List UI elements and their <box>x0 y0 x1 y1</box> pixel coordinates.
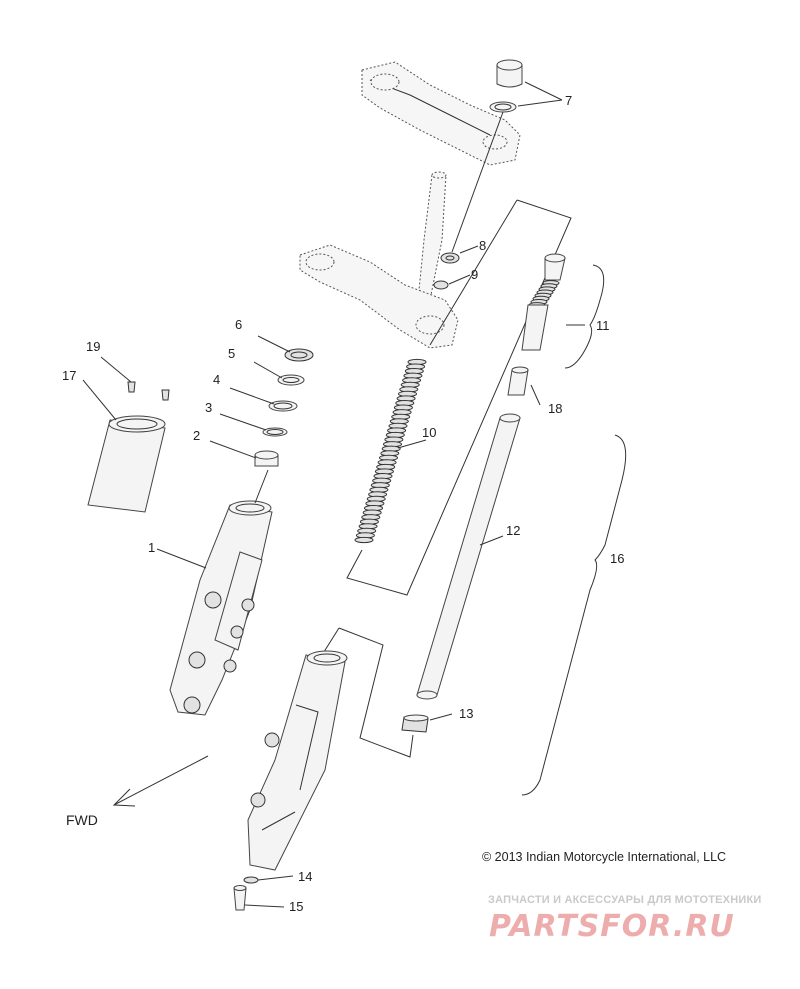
part-10-spring <box>354 358 427 544</box>
part-11-cap-assembly <box>521 253 566 351</box>
callout-14: 14 <box>298 869 312 884</box>
callout-13: 13 <box>459 706 473 721</box>
fwd-label: FWD <box>66 812 98 828</box>
assembly-outline-lower <box>338 627 414 758</box>
callout-6: 6 <box>235 317 242 332</box>
bracket-16 <box>521 434 627 796</box>
upper-triple-clamp <box>361 61 521 166</box>
bracket-11 <box>564 264 605 369</box>
part-14-washer <box>243 876 259 884</box>
callout-3: 3 <box>205 400 212 415</box>
callout-1: 1 <box>148 540 155 555</box>
callout-8: 8 <box>479 238 486 253</box>
part-18-spacer <box>507 366 529 396</box>
spring-coil <box>354 536 374 544</box>
part-5-clip <box>277 374 305 386</box>
part-15-bolt <box>233 885 247 911</box>
callout-15: 15 <box>289 899 303 914</box>
callout-17: 17 <box>62 368 76 383</box>
part-9-o-ring <box>433 280 449 290</box>
watermark-tagline: ЗАПЧАСТИ И АКСЕССУАРЫ ДЛЯ МОТОТЕХНИКИ <box>488 894 761 906</box>
leader-lines <box>82 81 585 908</box>
callout-12: 12 <box>506 523 520 538</box>
fwd-arrow <box>112 755 209 807</box>
copyright-notice: © 2013 Indian Motorcycle International, … <box>482 850 726 864</box>
right-fork-slider <box>247 650 348 871</box>
callout-labels: 7 8 9 11 6 5 4 3 2 19 17 18 10 12 1 16 1… <box>62 93 624 914</box>
part-13-plug <box>401 714 429 733</box>
callout-19: 19 <box>86 339 100 354</box>
watermark: ЗАПЧАСТИ И АКСЕССУАРЫ ДЛЯ МОТОТЕХНИКИ PA… <box>488 894 761 944</box>
lower-triple-clamp <box>299 171 459 349</box>
left-fork-slider <box>169 500 273 716</box>
callout-10: 10 <box>422 425 436 440</box>
callout-5: 5 <box>228 346 235 361</box>
callout-11: 11 <box>596 318 610 333</box>
callout-2: 2 <box>193 428 200 443</box>
part-4-oil-seal <box>268 400 298 412</box>
watermark-logo: PARTSFOR.RU <box>489 909 735 944</box>
part-12-fork-tube <box>416 413 521 700</box>
part-17-fork-cover <box>87 415 166 513</box>
part-7-bushing <box>489 59 523 113</box>
callout-16: 16 <box>610 551 624 566</box>
part-6-dust-seal <box>284 348 314 362</box>
assembly-outline-upper <box>346 199 572 596</box>
callout-9: 9 <box>471 267 478 282</box>
part-2-bushing <box>254 450 279 467</box>
part-8-washer <box>440 252 460 264</box>
callout-18: 18 <box>548 401 562 416</box>
part-3-washer <box>262 427 288 437</box>
callout-4: 4 <box>213 372 220 387</box>
callout-7: 7 <box>565 93 572 108</box>
part-19-screws <box>127 381 170 401</box>
